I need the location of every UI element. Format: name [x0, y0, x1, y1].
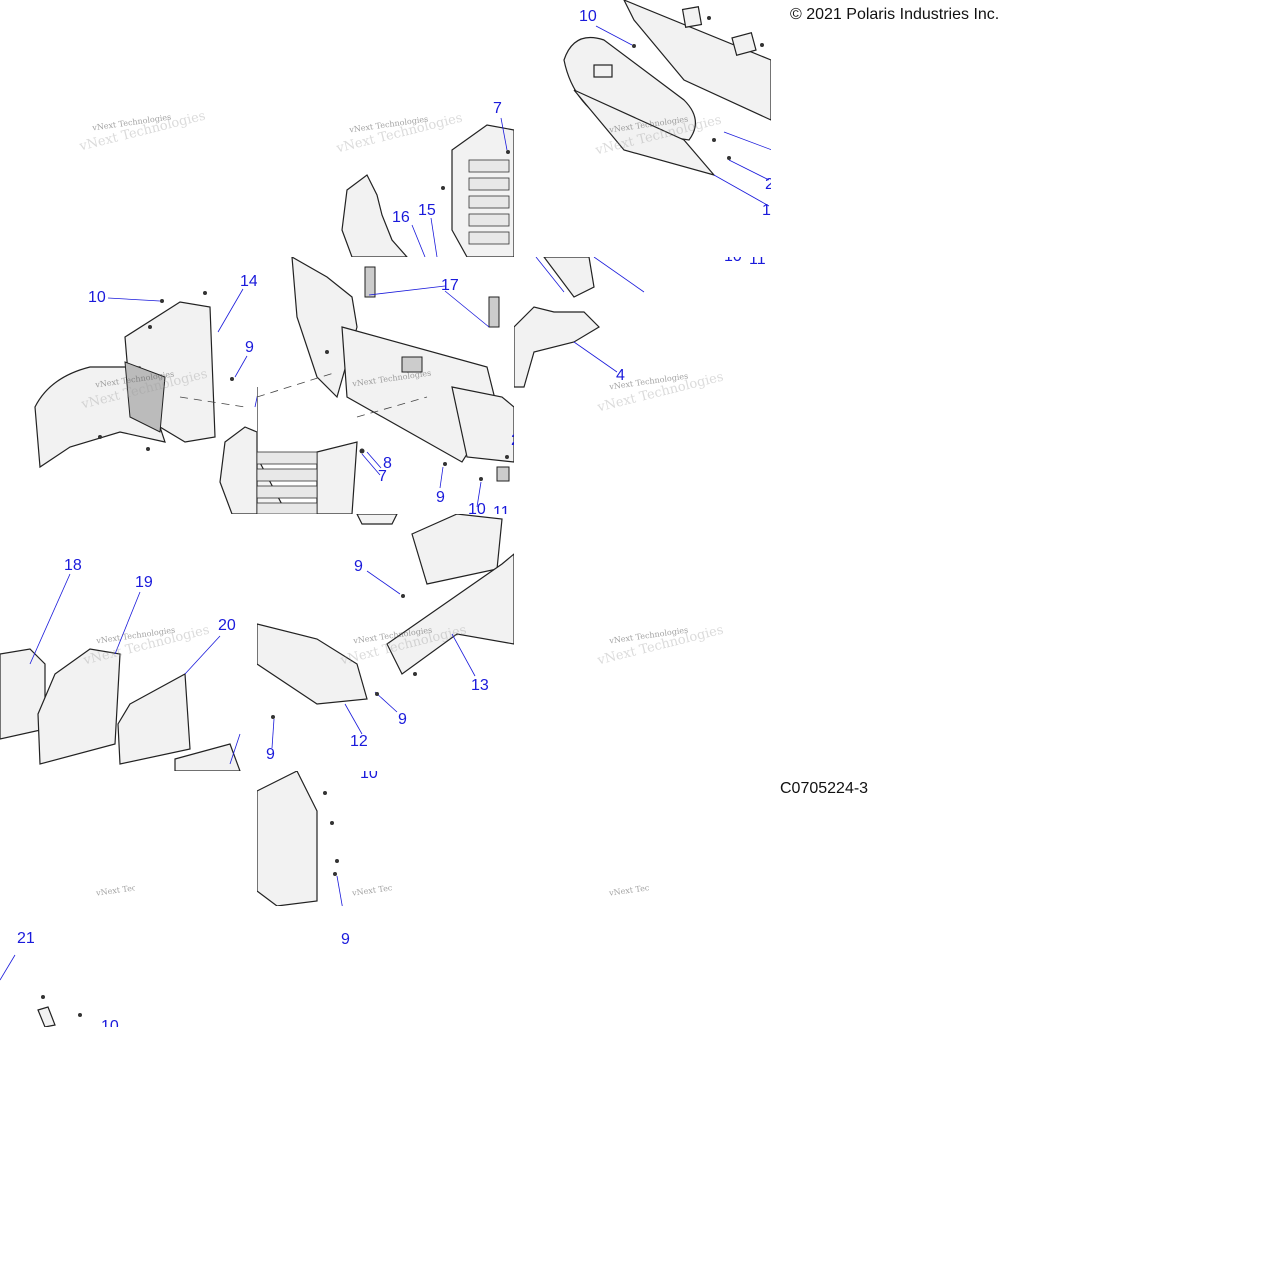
- callout-20: 20: [218, 617, 236, 634]
- callout-9: 9: [436, 489, 445, 506]
- tile-main-frame: 17 8 7 9 10 11 3 2 5 6 vNext Technologie…: [257, 257, 514, 514]
- callout-10: 10: [360, 771, 378, 782]
- callout-18: 18: [64, 557, 82, 574]
- tile-insulation: 18 19 20 vNext Technologies vNext Techno…: [0, 514, 257, 771]
- callout-9: 9: [398, 711, 407, 728]
- tile-blank-1: vNext Technologies vNext Technologies: [514, 514, 771, 771]
- tile-cut-panel: 10 vNext Tec: [257, 771, 392, 906]
- main-frame-illustration: [257, 257, 514, 514]
- callout-10: 10: [468, 501, 486, 515]
- front-bumper-illustration: [563, 0, 771, 207]
- lower-panel-illustration: [257, 771, 343, 906]
- tile-lower-rails: 9 13 9 12 9 vNext Technologies vNext Tec…: [257, 514, 514, 771]
- callout-10-cut: 10: [724, 257, 742, 265]
- callout-8: 8: [383, 455, 392, 472]
- grille-illustration: [341, 117, 514, 257]
- callout-15: 15: [418, 202, 436, 219]
- tile-cut-left: vNext Tec: [0, 771, 135, 906]
- bottom-part-illustration: [0, 954, 82, 1027]
- callout-11: 11: [493, 504, 510, 515]
- callout-9: 9: [354, 558, 363, 575]
- lower-rails-illustration: [257, 514, 514, 749]
- callout-17: 17: [441, 277, 459, 294]
- upper-bracket-illustration: [514, 257, 645, 388]
- tile-bottom: 21 10: [0, 925, 130, 1027]
- insulation-illustration: [0, 573, 241, 771]
- callout-10: 10: [88, 289, 106, 306]
- callout-10: 10: [101, 1018, 119, 1028]
- callout-11-cut: 11: [749, 257, 766, 268]
- callout-2: 2: [511, 433, 514, 449]
- tile-upper-bracket: 4 10 11 vNext Technologies vNext Technol…: [514, 257, 771, 514]
- callout-12: 12: [350, 733, 368, 750]
- watermark: vNext Tec: [95, 883, 135, 898]
- tile-cut-right: vNext Tec: [514, 771, 649, 906]
- copyright-text: © 2021 Polaris Industries Inc.: [790, 6, 1000, 23]
- callout-19: 19: [135, 574, 153, 591]
- callout-7: 7: [378, 468, 387, 485]
- callout-9: 9: [341, 931, 350, 948]
- tile-front-bumper: 10 2 1 vNext Technologies vNext Technolo…: [514, 0, 771, 257]
- callout-16: 16: [392, 209, 410, 226]
- callout-10: 10: [579, 8, 597, 25]
- tile-top-left: vNext Technologies vNext Technologies: [0, 0, 257, 257]
- callout-21: 21: [17, 930, 35, 947]
- callout-2: 2: [765, 176, 771, 193]
- side-panel-illustration: [34, 288, 257, 514]
- callout-4: 4: [616, 367, 625, 384]
- tile-grille-top: 7 16 15 vNext Technologies vNext Technol…: [257, 0, 514, 257]
- watermark: vNext Tec: [608, 883, 649, 898]
- callout-14: 14: [240, 273, 257, 290]
- callout-1: 1: [762, 202, 771, 219]
- callout-9: 9: [266, 746, 275, 763]
- tile-side-panel: 10 14 9 8 vNext Technologies vNext Techn…: [0, 257, 257, 514]
- callout-13: 13: [471, 677, 489, 694]
- callout-7: 7: [493, 100, 502, 117]
- callout-9: 9: [245, 339, 254, 356]
- figure-id: C0705224-3: [780, 780, 869, 797]
